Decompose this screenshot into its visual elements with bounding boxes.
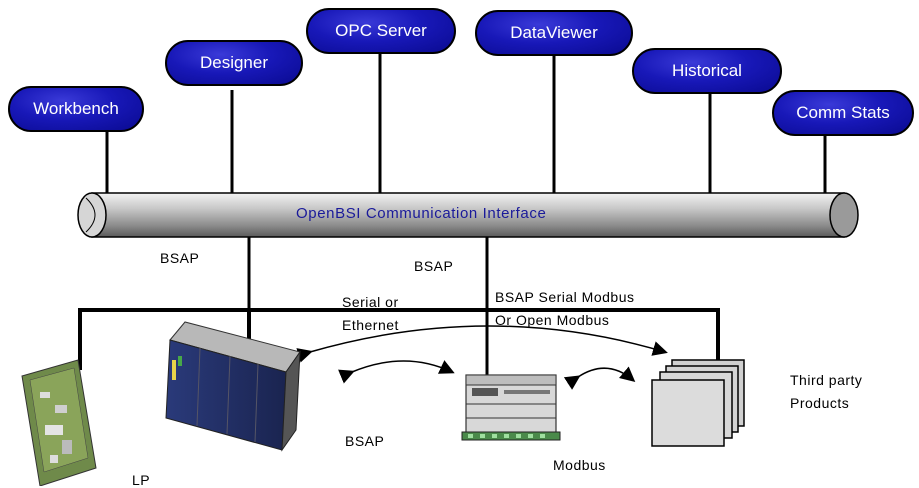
pill-connectors xyxy=(105,52,827,193)
arrows xyxy=(296,325,668,390)
historical-label: Historical xyxy=(672,61,742,80)
bsap-left-label: BSAP xyxy=(160,250,200,266)
third-party-line1: Third party xyxy=(790,372,863,388)
workbench-label: Workbench xyxy=(33,99,119,118)
central-server xyxy=(461,374,561,441)
workbench-node[interactable]: Workbench xyxy=(8,86,144,132)
third-party-line2: Products xyxy=(790,395,850,411)
opc-server-node[interactable]: OPC Server xyxy=(306,8,456,54)
bsap-bottom-label: BSAP xyxy=(345,433,385,449)
bsap-center-label: BSAP xyxy=(414,258,454,274)
comm-stats-label: Comm Stats xyxy=(796,103,890,122)
bsap-modbus-line1: BSAP Serial Modbus xyxy=(495,289,635,305)
serial-label-line1: Serial or xyxy=(342,294,399,310)
third-party-stack xyxy=(651,359,745,447)
opc-server-label: OPC Server xyxy=(335,21,427,40)
comm-stats-node[interactable]: Comm Stats xyxy=(772,90,914,136)
bsap-modbus-line2: Or Open Modbus xyxy=(495,312,610,328)
designer-node[interactable]: Designer xyxy=(165,40,303,86)
dataviewer-label: DataViewer xyxy=(510,23,598,42)
modbus-label: Modbus xyxy=(553,457,606,473)
designer-label: Designer xyxy=(199,53,269,72)
rack-controller xyxy=(165,321,301,452)
lp-controller-board xyxy=(21,359,97,486)
bus-cylinder xyxy=(77,192,859,238)
historical-node[interactable]: Historical xyxy=(632,48,782,94)
dataviewer-node[interactable]: DataViewer xyxy=(475,10,633,56)
lp-label: LP xyxy=(132,472,151,488)
serial-label-line2: Ethernet xyxy=(342,317,399,333)
bus-label: OpenBSI Communication Interface xyxy=(296,205,547,222)
